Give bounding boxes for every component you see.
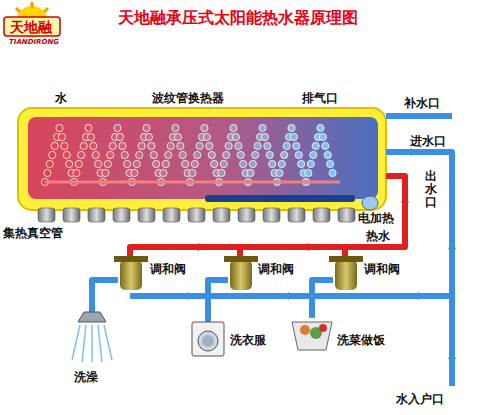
- port-label: 水入户口: [396, 392, 444, 406]
- heat-exchanger-coil: [41, 124, 340, 185]
- port-label: 补水口: [404, 96, 440, 110]
- part-label: 波纹管换热器: [152, 91, 224, 105]
- electric-heater: [362, 196, 378, 210]
- pipes: [92, 116, 452, 386]
- port-label: 出水口: [425, 170, 437, 210]
- shower: [72, 312, 112, 362]
- valve-label: 调和阀: [258, 262, 294, 276]
- flow-label: 热水: [366, 229, 390, 243]
- part-label: 集热真空管: [3, 226, 63, 240]
- fixture-label: 洗衣服: [230, 333, 266, 347]
- fixture-label: 洗菜做饭: [337, 333, 385, 347]
- flow-arrows: [185, 152, 452, 370]
- basin: [292, 322, 332, 350]
- part-label: 水: [55, 91, 67, 105]
- valve-label: 调和阀: [364, 262, 400, 276]
- inner-pipe: [205, 195, 355, 202]
- fixture-label: 洗澡: [74, 370, 98, 384]
- mixing-valves: [114, 256, 363, 290]
- tank: [28, 117, 378, 199]
- vacuum-tubes: [38, 208, 355, 222]
- title: 天地融承压式太阳能热水器原理图: [118, 8, 358, 29]
- logo: [4, 2, 60, 38]
- part-label: 电加热: [358, 211, 394, 225]
- port-label: 进水口: [410, 134, 446, 148]
- valve-label: 调和阀: [150, 262, 186, 276]
- logo-pinyin: TIANDIRONG: [9, 38, 59, 46]
- logo-text: 天地融: [10, 19, 52, 36]
- tank-frame: [18, 108, 386, 210]
- washing-machine: [192, 322, 224, 356]
- part-label: 排气口: [302, 91, 338, 105]
